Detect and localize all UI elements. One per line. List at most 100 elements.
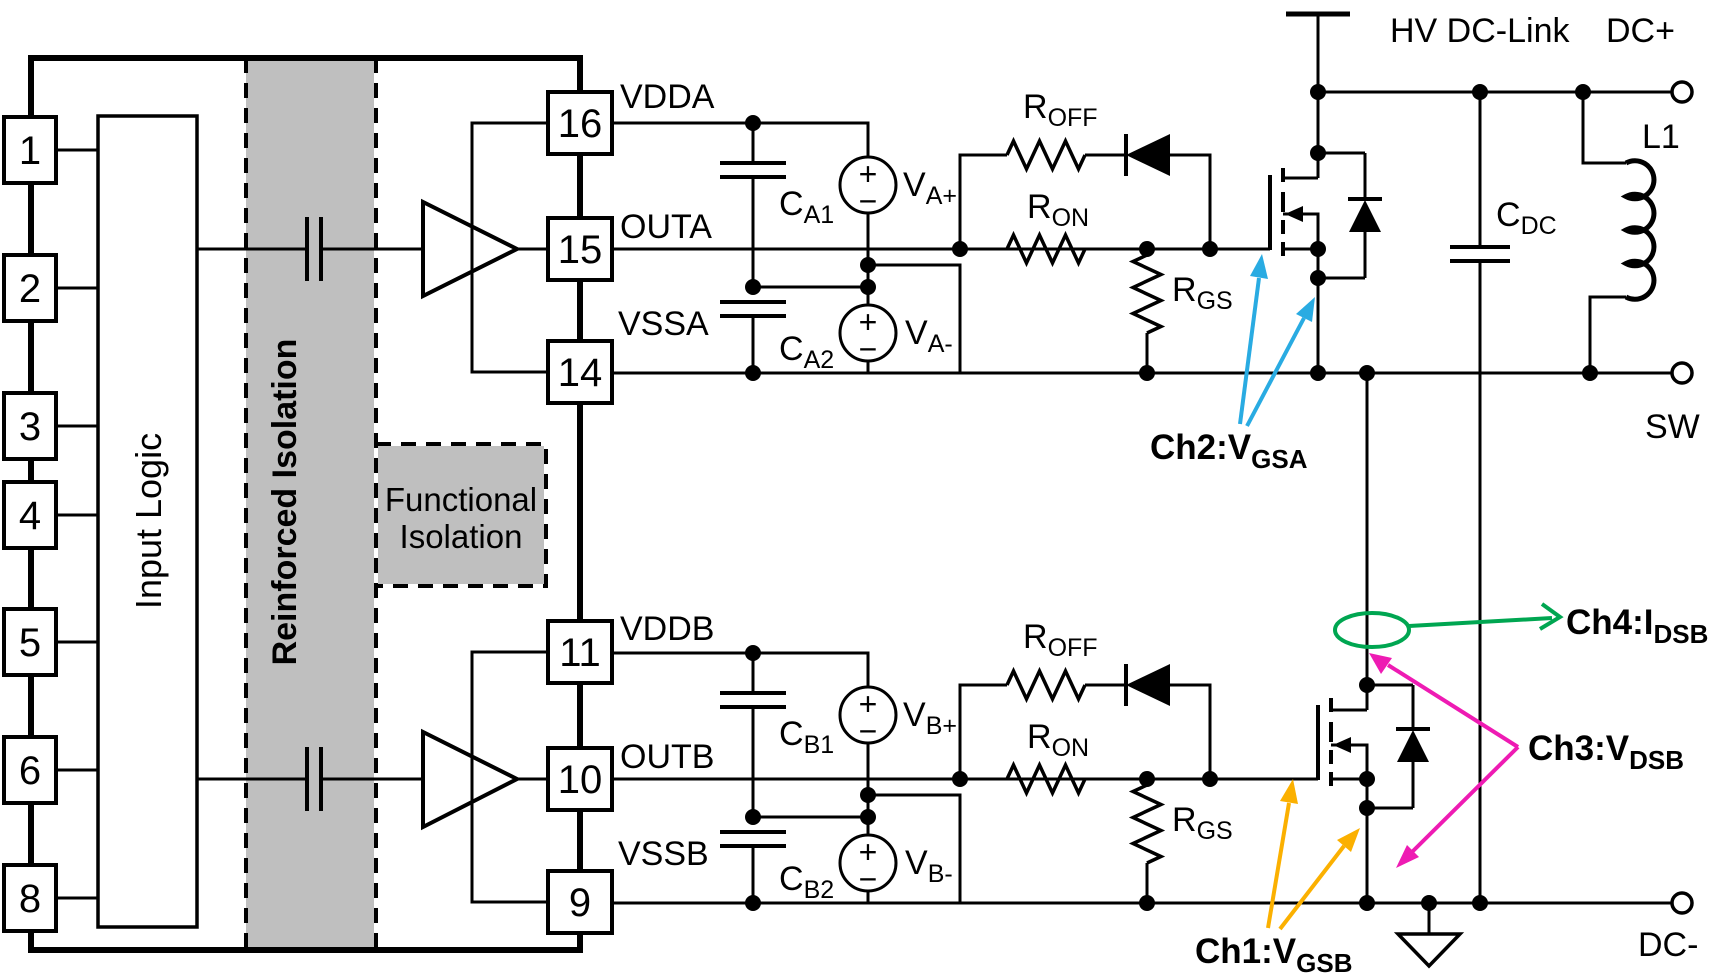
mosfet-a xyxy=(1268,11,1382,373)
pin-number-4: 4 xyxy=(19,494,41,538)
left-pin-stubs xyxy=(56,148,98,900)
roff-a-resistor-icon xyxy=(1005,136,1087,174)
mosfet-a-body-arrow-icon xyxy=(1285,206,1303,222)
buffer-a-icon xyxy=(421,198,522,300)
label-ron-b: RON xyxy=(1027,718,1089,762)
label-dc-minus: DC- xyxy=(1638,926,1698,964)
pin-number-2: 2 xyxy=(19,267,41,311)
label-rgs-b: RGS xyxy=(1172,801,1233,845)
diode-a-icon xyxy=(1126,134,1170,176)
pin-name-labels: VDDA OUTA VSSA VDDB OUTB VSSB xyxy=(618,78,715,873)
vb-plus-sign: + xyxy=(859,686,878,722)
label-cb2: CB2 xyxy=(779,860,834,904)
cb1-cb2-capacitor-plates xyxy=(720,691,786,848)
input-logic-label: Input Logic xyxy=(128,433,169,609)
reinforced-isolation-label: Reinforced Isolation xyxy=(266,339,304,666)
functional-isolation-region xyxy=(378,446,544,584)
functional-isolation-label-2: Isolation xyxy=(400,518,523,555)
ch3-arrow-line-drain xyxy=(1386,663,1520,749)
ch1-arrow-line-gate xyxy=(1266,802,1291,929)
dc-plus-terminal xyxy=(1670,80,1694,104)
label-vb-minus: VB- xyxy=(905,844,953,888)
isolation-regions xyxy=(244,58,548,950)
ic-block: Input Logic Reinforced Isolation Functio… xyxy=(28,55,583,953)
pin-number-6: 6 xyxy=(19,749,41,793)
pin-box-3 xyxy=(2,391,58,461)
ch1-arrowhead-gate xyxy=(1280,779,1298,804)
driver-supply-brackets xyxy=(470,121,548,904)
probe-ch3 xyxy=(1369,653,1520,868)
pin-number-5: 5 xyxy=(19,621,41,665)
pin-number-16: 16 xyxy=(558,102,603,146)
label-ca1: CA1 xyxy=(779,185,834,229)
pin-box-10 xyxy=(546,746,614,812)
reinforced-isolation-region xyxy=(246,61,374,947)
va-minus-source-icon xyxy=(838,303,898,363)
vb-minus-source-icon xyxy=(838,833,898,893)
ground-icon xyxy=(1393,932,1465,969)
ca1-ca2-capacitor-plates xyxy=(720,161,786,318)
body-diode-b-wires xyxy=(1367,683,1415,810)
power-labels: HV DC-Link DC+ SW DC- xyxy=(1390,12,1700,964)
pin-box-4 xyxy=(2,480,58,550)
mosfet-b-gate-channel-bars xyxy=(1316,698,1333,786)
mosfet-a-terminals xyxy=(1283,14,1320,373)
pin-box-1 xyxy=(2,115,58,185)
label-l1: L1 xyxy=(1642,118,1680,156)
ch4-arrow-line xyxy=(1408,616,1553,628)
rgs-b-resistor-icon xyxy=(1128,783,1166,865)
dc-link-section xyxy=(1318,80,1694,915)
ch2-arrowhead-gate xyxy=(1250,254,1268,279)
pin-box-6 xyxy=(2,735,58,805)
vb-minus-minus-sign: − xyxy=(859,861,878,897)
label-ca2: CA2 xyxy=(779,330,834,374)
ic-internal-wiring xyxy=(56,121,548,904)
pin-box-15 xyxy=(546,216,614,282)
rgs-a-resistor-icon xyxy=(1128,253,1166,335)
pin-label-vddb: VDDB xyxy=(620,610,714,648)
label-va-plus: VA+ xyxy=(903,166,957,210)
label-hv-dc-link: HV DC-Link xyxy=(1390,12,1570,50)
vb-plus-source-icon xyxy=(838,685,898,745)
pin-box-16 xyxy=(546,90,614,156)
isolation-capacitor-icon xyxy=(305,217,323,811)
pin-number-1: 1 xyxy=(19,129,41,173)
mosfet-b xyxy=(1316,373,1465,969)
label-roff-b: ROFF xyxy=(1023,618,1098,662)
pin-number-11: 11 xyxy=(559,631,601,675)
pin-box-9 xyxy=(546,869,614,935)
label-cb1: CB1 xyxy=(779,715,834,759)
probe-ch2 xyxy=(1238,254,1315,427)
mosfet-a-gate-channel-bars xyxy=(1268,168,1285,256)
probe-label-ch3: Ch3:VDSB xyxy=(1528,729,1684,775)
component-labels: CA1 CA2 CB1 CB2 VA+ VA- VB+ VB- ROFF RON… xyxy=(779,88,1680,904)
ch3-arrowhead-drain xyxy=(1369,653,1392,674)
buffer-b-icon xyxy=(421,728,522,831)
label-ron-a: RON xyxy=(1027,188,1089,232)
cdc-capacitor-plates xyxy=(1450,245,1510,263)
va-minus-plus-sign: + xyxy=(859,304,878,340)
pin-number-10: 10 xyxy=(558,758,603,802)
ron-a-resistor-icon xyxy=(1005,230,1087,268)
label-dc-plus: DC+ xyxy=(1606,12,1675,50)
ch2-arrow-line-source xyxy=(1245,317,1306,427)
roff-b-resistor-icon xyxy=(1005,666,1087,704)
body-diode-b-icon xyxy=(1397,730,1429,762)
va-minus-minus-sign: − xyxy=(859,331,878,367)
probe-ch4 xyxy=(1333,602,1564,649)
pin-label-outb: OUTB xyxy=(620,738,714,776)
junction-dots xyxy=(745,84,1598,911)
va-plus-source-icon xyxy=(838,155,898,215)
channel-signal-lines xyxy=(197,247,548,781)
pin-number-14: 14 xyxy=(558,351,603,395)
label-va-minus: VA- xyxy=(905,314,953,358)
l1-inductor-icon xyxy=(1620,158,1657,302)
channel-a-wiring: + − + − xyxy=(612,121,1671,375)
vb-minus-plus-sign: + xyxy=(859,834,878,870)
label-sw: SW xyxy=(1645,408,1700,446)
pin-box-2 xyxy=(2,253,58,323)
dc-link-wires xyxy=(1318,90,1672,903)
probe-label-ch2: Ch2:VGSA xyxy=(1150,428,1308,474)
pin-box-8 xyxy=(2,863,58,933)
